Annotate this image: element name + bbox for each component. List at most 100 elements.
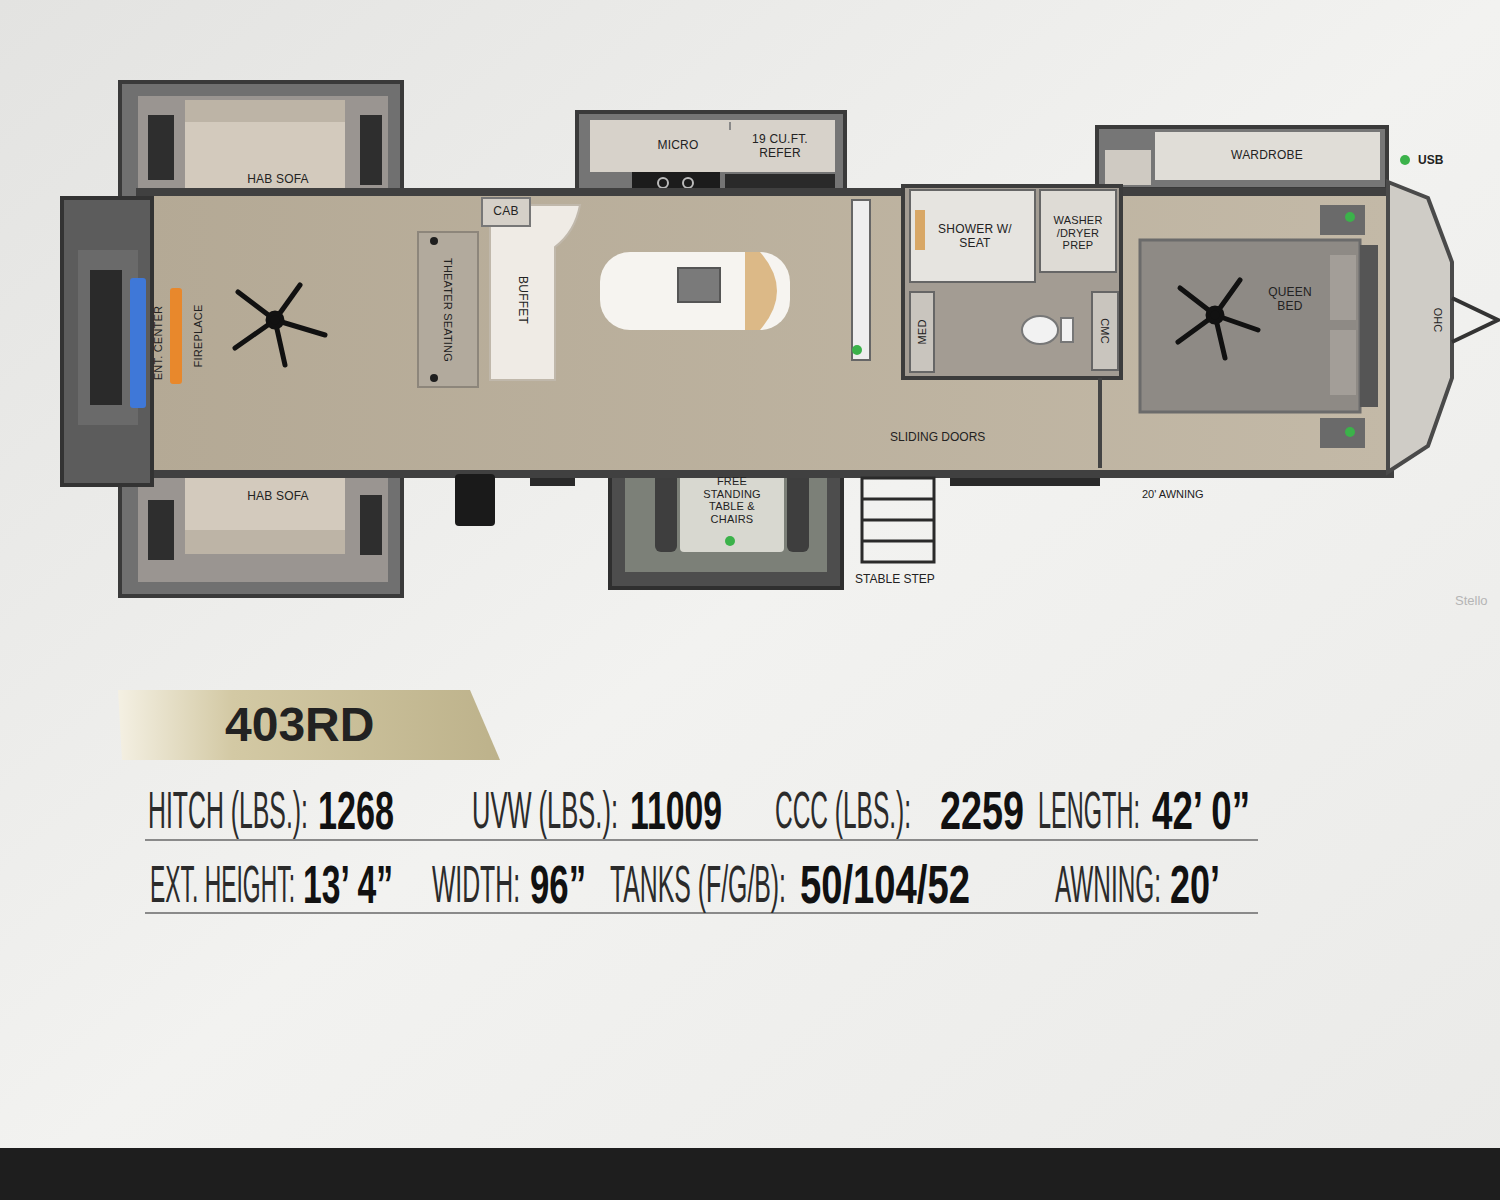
spec-name: TANKS (F/G/B): — [610, 858, 786, 910]
spec-rule — [145, 839, 1258, 841]
sofa-slideout — [120, 462, 402, 596]
floor-plan-item: QUEEN BED — [1255, 280, 1325, 320]
bedroom-slideout — [1097, 127, 1387, 189]
floor-plan-item: 19 CU.FT. REFER — [738, 129, 822, 165]
pillow — [1330, 330, 1356, 395]
spec-value: 1268 — [318, 783, 394, 837]
theater-seating — [418, 232, 478, 387]
floor-plan-item: HAB SOFA — [203, 160, 353, 200]
medicine-cabinet — [910, 292, 934, 372]
buffet — [490, 205, 580, 380]
spec-value: 50/104/52 — [800, 857, 970, 911]
item-label: WASHER /DRYER PREP — [1045, 214, 1111, 252]
counter — [590, 120, 835, 172]
outlet-label: USB — [1418, 154, 1443, 166]
spec-name: UVW (LBS.): — [472, 784, 618, 836]
model-title: 403RD — [225, 701, 374, 749]
item-label: THEATER SEATING — [442, 258, 455, 362]
window — [360, 115, 382, 185]
rear-cap-inner — [78, 250, 138, 425]
item-label: FIREPLACE — [192, 305, 205, 368]
headboard — [1360, 245, 1378, 407]
item-label: FREE STANDING TABLE & CHAIRS — [689, 475, 775, 526]
floor-plan-item: FIREPLACE — [187, 276, 209, 396]
spec-name: CCC (LBS.): — [775, 784, 911, 836]
burner — [683, 178, 693, 188]
ceiling-fan — [1178, 280, 1258, 358]
window — [148, 115, 174, 180]
floor-plan-item: ENT. CENTER — [147, 278, 169, 408]
slideout-frame — [1097, 127, 1387, 189]
wall-segment — [530, 478, 575, 486]
spec-name: WIDTH: — [432, 858, 520, 910]
nightstand — [1320, 205, 1365, 235]
item-label: QUEEN BED — [1257, 286, 1323, 314]
island-end — [745, 252, 777, 330]
front-cap — [1388, 182, 1452, 472]
fireplace — [170, 288, 182, 384]
cabinet — [482, 198, 530, 226]
linen-cabinet — [1092, 292, 1118, 370]
rear-window — [90, 270, 122, 405]
item-label: CMC — [1099, 318, 1112, 344]
door-label: SLIDING DOORS — [890, 431, 985, 443]
bed — [1140, 240, 1360, 412]
washer-dryer — [1040, 190, 1116, 272]
floor-plan-item: HAB SOFA — [203, 477, 353, 517]
sofa-back — [185, 530, 345, 554]
floor-plan-item: WASHER /DRYER PREP — [1043, 206, 1113, 260]
cabinet — [1105, 150, 1151, 185]
window — [148, 500, 174, 560]
pillow — [1330, 255, 1356, 320]
watermark: Stello — [1455, 594, 1488, 607]
item-label: MICRO — [635, 139, 721, 153]
item-label: MED — [916, 319, 929, 344]
usb-outlet — [725, 155, 1410, 546]
spec-rule — [145, 912, 1258, 914]
floor-plan-item: CMC — [1095, 301, 1115, 361]
floor-plan-item: FREE STANDING TABLE & CHAIRS — [687, 460, 777, 540]
cup-holder — [430, 374, 438, 382]
toilet — [1022, 316, 1058, 344]
slideout-inner — [138, 466, 388, 582]
spec-value: 96” — [530, 857, 586, 911]
spec-name: AWNING: — [1055, 858, 1161, 910]
spec-value: 13’ 4” — [303, 857, 393, 911]
floor-plan-item: MICRO — [633, 134, 723, 158]
trailer-body — [140, 192, 1390, 474]
sliding-door-wall — [1098, 378, 1102, 468]
step-label: STABLE STEP — [855, 573, 935, 585]
shower — [910, 190, 1035, 282]
item-label: HAB SOFA — [205, 173, 351, 187]
divider — [729, 122, 731, 130]
nightstand — [1320, 418, 1365, 448]
spec-value: 11009 — [630, 783, 722, 837]
shower-seat — [915, 210, 925, 250]
floor-plan-item: CAB — [484, 200, 528, 224]
spec-name: HITCH (LBS.): — [148, 784, 308, 836]
slideout-frame — [577, 112, 845, 197]
spec-name: LENGTH: — [1038, 784, 1140, 836]
item-label: CAB — [486, 205, 526, 219]
spec-value: 2259 — [940, 783, 1024, 837]
pantry — [852, 200, 870, 360]
spec-name: EXT. HEIGHT: — [150, 858, 295, 910]
entertainment-center — [130, 278, 146, 408]
window — [360, 495, 382, 555]
screen-bezel — [0, 1148, 1500, 1200]
model-badge — [118, 690, 500, 760]
toilet-tank — [1061, 318, 1073, 342]
spec-value: 42’ 0” — [1152, 783, 1250, 837]
item-label: WARDROBE — [1204, 149, 1330, 163]
floor-plan-item: THEATER SEATING — [428, 240, 468, 380]
floor-plan-item: BUFFET — [509, 255, 535, 345]
wardrobe — [1155, 132, 1380, 180]
kitchen-island — [600, 252, 790, 330]
floor-plan-item: WARDROBE — [1202, 143, 1332, 169]
item-label: BUFFET — [515, 276, 529, 324]
floor-plan-item: SHOWER W/ SEAT — [931, 217, 1019, 257]
entry-door — [455, 474, 495, 526]
